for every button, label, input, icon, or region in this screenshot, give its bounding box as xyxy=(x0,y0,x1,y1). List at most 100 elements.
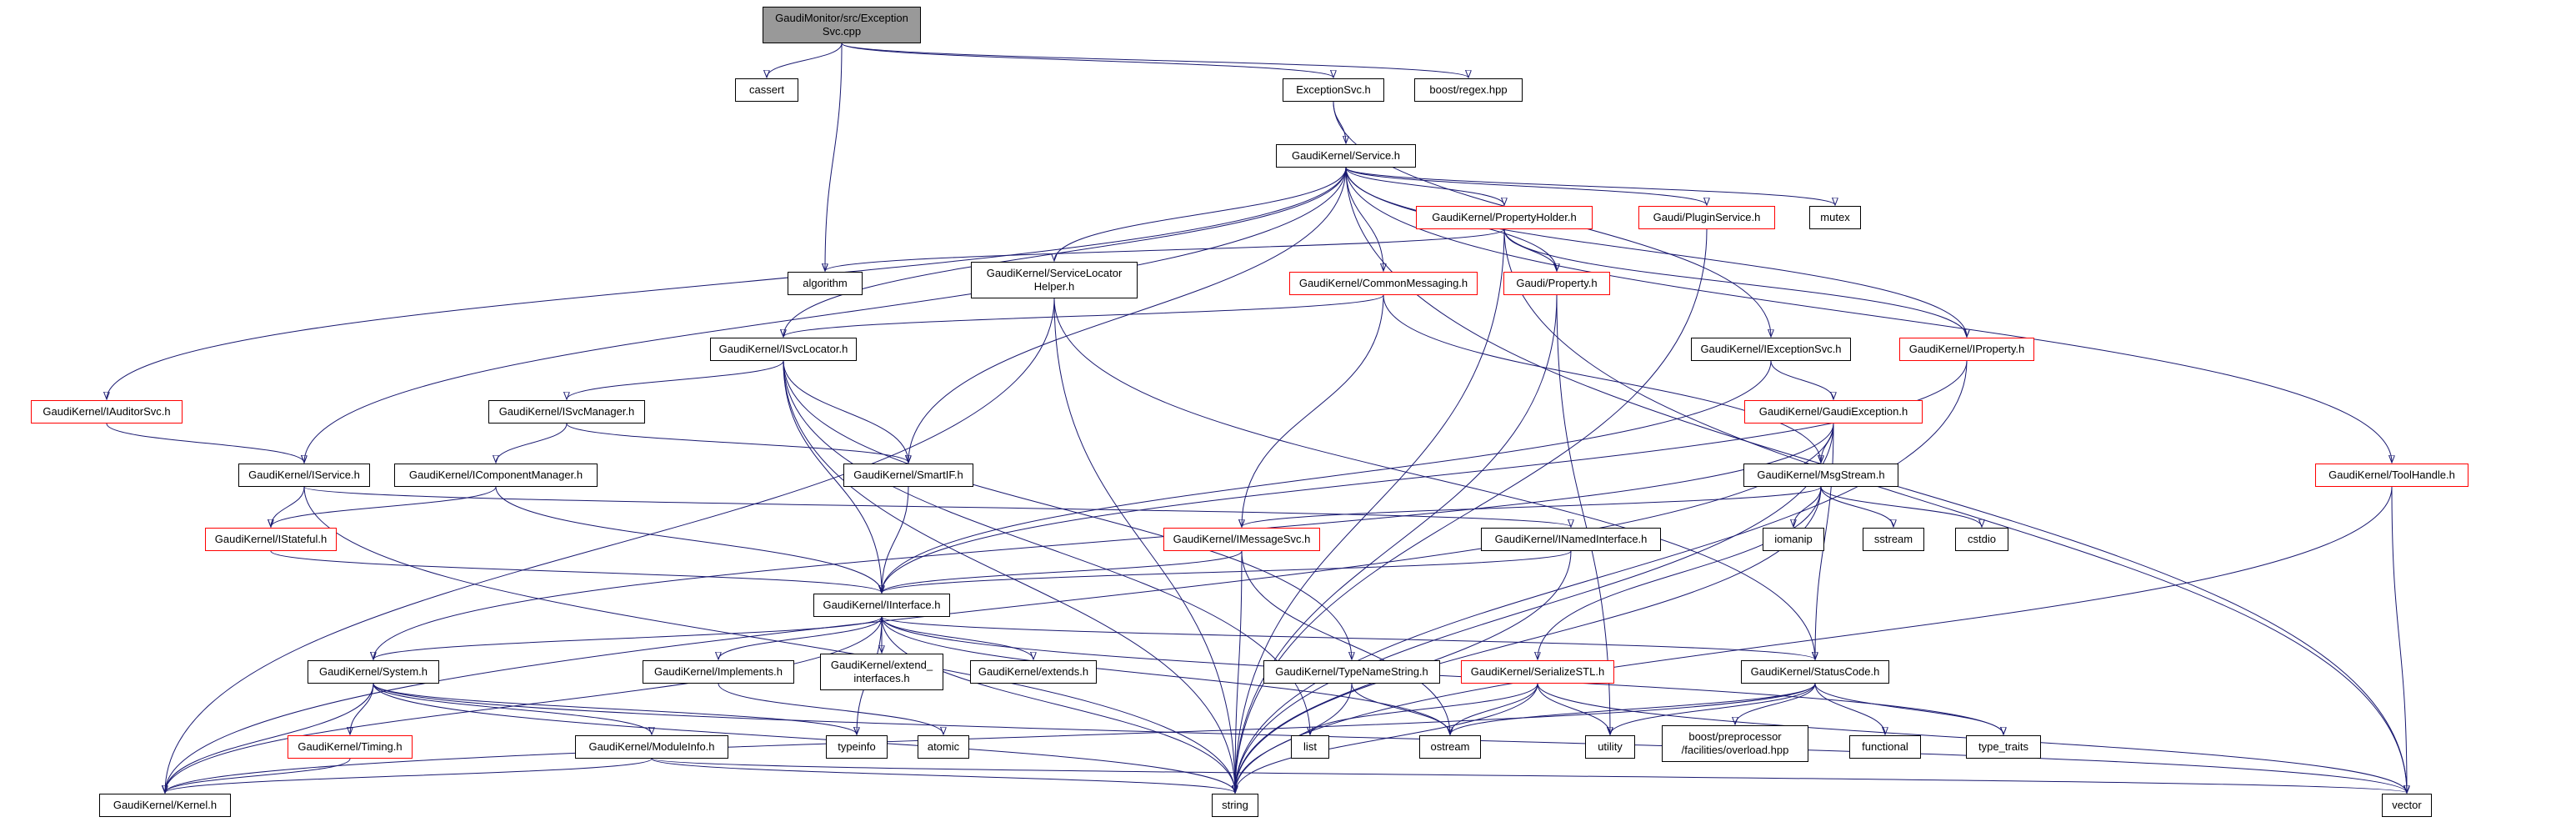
graph-node-typenamestring_h[interactable]: GaudiKernel/TypeNameString.h xyxy=(1263,660,1440,684)
edge-service_h-to-mutex xyxy=(1345,167,1835,205)
graph-node-sstream: sstream xyxy=(1863,528,1924,551)
graph-node-list: list xyxy=(1291,735,1329,759)
graph-node-exceptionsvc_h[interactable]: ExceptionSvc.h xyxy=(1283,78,1384,102)
graph-node-timing_h[interactable]: GaudiKernel/Timing.h xyxy=(288,735,413,759)
graph-node-icomponentmanager_h[interactable]: GaudiKernel/IComponentManager.h xyxy=(394,464,598,487)
graph-node-isvcmanager_h[interactable]: GaudiKernel/ISvcManager.h xyxy=(488,400,645,424)
edge-iexceptionsvc_h-to-iinterface_h xyxy=(882,360,1772,593)
graph-node-boost_regex: boost/regex.hpp xyxy=(1414,78,1523,102)
edge-imessagesvc_h-to-iinterface_h xyxy=(882,550,1243,593)
graph-node-imessagesvc_h[interactable]: GaudiKernel/IMessageSvc.h xyxy=(1163,528,1320,551)
graph-node-gaudiexception_h[interactable]: GaudiKernel/GaudiException.h xyxy=(1744,400,1923,424)
edge-iservice_h-to-istateful_h xyxy=(271,486,305,527)
graph-node-iservice_h[interactable]: GaudiKernel/IService.h xyxy=(238,464,370,487)
edge-service_h-to-commonmessaging_h xyxy=(1345,167,1383,271)
edge-icomponentmanager_h-to-istateful_h xyxy=(271,486,497,527)
graph-node-iexceptionsvc_h[interactable]: GaudiKernel/IExceptionSvc.h xyxy=(1691,338,1851,361)
edge-root-to-algorithm xyxy=(825,43,843,271)
edge-serializestl_h-to-list xyxy=(1310,683,1538,734)
graph-node-service_h[interactable]: GaudiKernel/Service.h xyxy=(1276,144,1416,168)
graph-node-property_h[interactable]: Gaudi/Property.h xyxy=(1503,272,1610,295)
edge-iinterface_h-to-ostream xyxy=(881,616,1450,734)
edge-commonmessaging_h-to-imessagesvc_h xyxy=(1242,294,1384,527)
graph-node-commonmessaging_h[interactable]: GaudiKernel/CommonMessaging.h xyxy=(1289,272,1478,295)
edge-gaudiexception_h-to-system_h xyxy=(373,423,1834,659)
edge-servicelocatorhelper_h-to-kernel_h xyxy=(165,298,1055,793)
edge-statuscode_h-to-boost_overload xyxy=(1735,683,1816,724)
edge-system_h-to-kernel_h xyxy=(165,683,374,793)
graph-node-ostream: ostream xyxy=(1419,735,1481,759)
edge-statuscode_h-to-utility xyxy=(1610,683,1816,734)
graph-node-utility: utility xyxy=(1585,735,1635,759)
edge-system_h-to-string xyxy=(373,683,1235,793)
graph-node-isvclocator_h[interactable]: GaudiKernel/ISvcLocator.h xyxy=(710,338,857,361)
graph-node-smartif_h[interactable]: GaudiKernel/SmartIF.h xyxy=(843,464,973,487)
edge-typenamestring_h-to-ostream xyxy=(1351,683,1450,734)
graph-node-toolhandle_h[interactable]: GaudiKernel/ToolHandle.h xyxy=(2315,464,2468,487)
edge-iservice_h-to-inamedinterface_h xyxy=(303,486,1571,527)
edge-moduleinfo_h-to-string xyxy=(651,758,1235,793)
edge-system_h-to-vector xyxy=(373,683,2407,793)
edge-iexceptionsvc_h-to-gaudiexception_h xyxy=(1770,360,1833,399)
edge-propertyholder_h-to-algorithm xyxy=(825,228,1505,271)
edge-statuscode_h-to-ostream xyxy=(1450,683,1816,734)
graph-node-istateful_h[interactable]: GaudiKernel/IStateful.h xyxy=(205,528,337,551)
edge-servicelocatorhelper_h-to-string xyxy=(1053,298,1235,793)
edge-service_h-to-toolhandle_h xyxy=(1345,167,2392,463)
edge-msgstream_h-to-sstream xyxy=(1820,486,1893,527)
edge-msgstream_h-to-iomanip xyxy=(1793,486,1822,527)
edge-statuscode_h-to-functional xyxy=(1814,683,1885,734)
edge-root-to-exceptionsvc_h xyxy=(841,43,1333,78)
graph-node-moduleinfo_h[interactable]: GaudiKernel/ModuleInfo.h xyxy=(575,735,728,759)
edge-property_h-to-string xyxy=(1235,294,1558,793)
graph-node-pluginservice_h[interactable]: Gaudi/PluginService.h xyxy=(1638,206,1775,229)
graph-node-serializestl_h[interactable]: GaudiKernel/SerializeSTL.h xyxy=(1461,660,1614,684)
graph-node-kernel_h[interactable]: GaudiKernel/Kernel.h xyxy=(99,794,231,817)
graph-node-inamedinterface_h[interactable]: GaudiKernel/INamedInterface.h xyxy=(1481,528,1661,551)
graph-node-iinterface_h[interactable]: GaudiKernel/IInterface.h xyxy=(813,594,950,617)
edge-service_h-to-pluginservice_h xyxy=(1345,167,1707,205)
edge-moduleinfo_h-to-vector xyxy=(651,758,2407,793)
edge-service_h-to-propertyholder_h xyxy=(1345,167,1504,205)
edge-root-to-boost_regex xyxy=(841,43,1468,78)
graph-node-servicelocatorhelper_h[interactable]: GaudiKernel/ServiceLocator Helper.h xyxy=(971,262,1138,298)
graph-node-functional: functional xyxy=(1849,735,1921,759)
graph-node-iproperty_h[interactable]: GaudiKernel/IProperty.h xyxy=(1899,338,2034,361)
graph-node-iauditorsvc_h[interactable]: GaudiKernel/IAuditorSvc.h xyxy=(31,400,183,424)
graph-node-atomic: atomic xyxy=(918,735,969,759)
edge-inamedinterface_h-to-iinterface_h xyxy=(882,550,1572,593)
edge-service_h-to-isvclocator_h xyxy=(783,167,1347,337)
edge-isvclocator_h-to-smartif_h xyxy=(783,360,908,463)
graph-node-system_h[interactable]: GaudiKernel/System.h xyxy=(308,660,439,684)
edge-msgstream_h-to-cstdio xyxy=(1820,486,1982,527)
edge-isvcmanager_h-to-icomponentmanager_h xyxy=(496,423,568,463)
edge-system_h-to-typeinfo xyxy=(373,683,857,734)
edge-statuscode_h-to-type_traits xyxy=(1814,683,2003,734)
graph-node-type_traits: type_traits xyxy=(1966,735,2041,759)
edge-icomponentmanager_h-to-iinterface_h xyxy=(495,486,882,593)
edge-iauditorsvc_h-to-iservice_h xyxy=(106,423,304,463)
edge-propertyholder_h-to-string xyxy=(1235,228,1505,793)
edge-commonmessaging_h-to-isvclocator_h xyxy=(783,294,1384,337)
edge-system_h-to-moduleinfo_h xyxy=(373,683,652,734)
edge-servicelocatorhelper_h-to-statuscode_h xyxy=(1053,298,1815,659)
graph-node-cstdio: cstdio xyxy=(1955,528,2008,551)
edge-service_h-to-iservice_h xyxy=(304,167,1347,463)
graph-node-msgstream_h[interactable]: GaudiKernel/MsgStream.h xyxy=(1743,464,1898,487)
graph-node-statuscode_h[interactable]: GaudiKernel/StatusCode.h xyxy=(1741,660,1889,684)
graph-node-extend_interfaces_h[interactable]: GaudiKernel/extend_ interfaces.h xyxy=(820,654,943,690)
edge-isvclocator_h-to-typenamestring_h xyxy=(783,360,1352,659)
edge-exceptionsvc_h-to-service_h xyxy=(1333,101,1346,143)
edge-timing_h-to-kernel_h xyxy=(165,758,351,793)
edge-system_h-to-timing_h xyxy=(350,683,374,734)
graph-node-propertyholder_h[interactable]: GaudiKernel/PropertyHolder.h xyxy=(1416,206,1593,229)
graph-node-extends_h[interactable]: GaudiKernel/extends.h xyxy=(970,660,1097,684)
graph-node-implements_h[interactable]: GaudiKernel/Implements.h xyxy=(643,660,794,684)
edge-gaudiexception_h-to-msgstream_h xyxy=(1821,423,1834,463)
edge-imessagesvc_h-to-ostream xyxy=(1241,550,1450,734)
edge-service_h-to-servicelocatorhelper_h xyxy=(1054,167,1347,261)
graph-node-vector: vector xyxy=(2382,794,2432,817)
edge-property_h-to-utility xyxy=(1556,294,1610,734)
edge-commonmessaging_h-to-msgstream_h xyxy=(1383,294,1821,463)
